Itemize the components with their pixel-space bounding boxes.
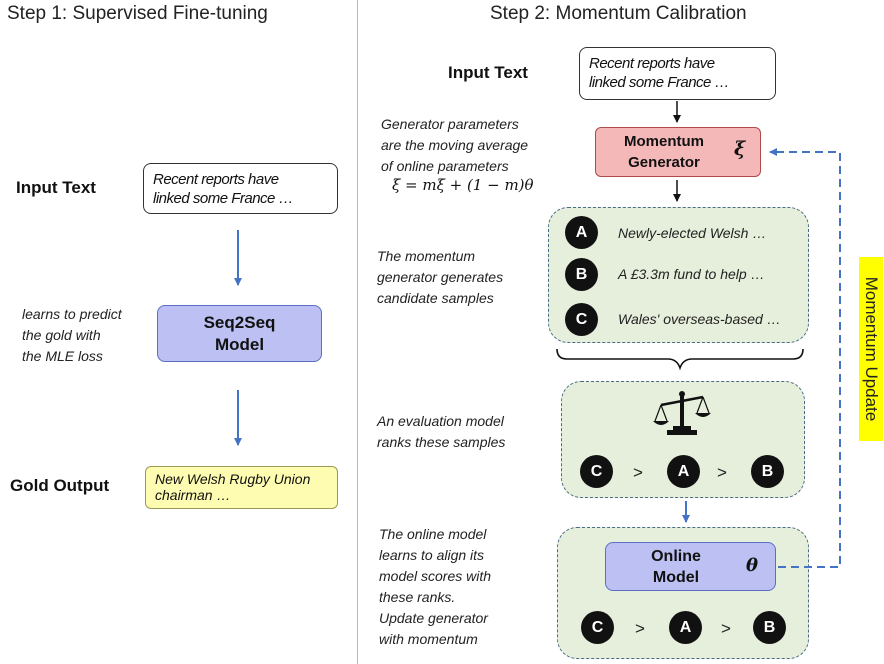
online-model-label-line: Online bbox=[651, 548, 701, 565]
note-line: candidate samples bbox=[377, 290, 494, 306]
rank-badge: A bbox=[667, 455, 700, 488]
note-line: the gold with bbox=[22, 327, 101, 343]
momentum-formula: ξ = mξ + (1 − m)θ bbox=[392, 176, 534, 194]
generator-label: Momentum Generator bbox=[596, 131, 732, 173]
gold-text-line: New Welsh Rugby Union bbox=[155, 471, 311, 487]
momentum-update-arrow bbox=[769, 148, 841, 568]
generator-symbol: ξ bbox=[734, 138, 746, 160]
rank-greater-than: > bbox=[721, 619, 731, 638]
step1-input-text-line: linked some France … bbox=[153, 190, 294, 207]
step1-gold-label: Gold Output bbox=[10, 476, 110, 495]
rank-badge: C bbox=[580, 455, 613, 488]
online-model-label-line: Model bbox=[652, 569, 700, 586]
step1-learn-note: learns to predict the gold with the MLE … bbox=[22, 304, 122, 367]
generator-label-line: Momentum bbox=[624, 133, 704, 150]
rank-greater-than: > bbox=[633, 463, 643, 482]
step2-input-text-line: Recent reports have bbox=[589, 55, 715, 72]
momentum-update-label: Momentum Update bbox=[859, 257, 883, 441]
gold-output-box: New Welsh Rugby Union chairman … bbox=[145, 466, 338, 509]
candidate-text: A £3.3m fund to help … bbox=[618, 266, 765, 282]
candidate-text: Wales' overseas-based … bbox=[618, 311, 781, 327]
rank-badge: A bbox=[669, 611, 702, 644]
step-divider bbox=[357, 0, 358, 664]
rank-badge: C bbox=[581, 611, 614, 644]
generator-note: Generator parameters are the moving aver… bbox=[381, 114, 528, 177]
online-model-label: Online Model bbox=[606, 546, 746, 588]
model-label-line: Model bbox=[214, 334, 265, 354]
rank-greater-than: > bbox=[717, 463, 727, 482]
step2-input-label: Input Text bbox=[448, 63, 528, 82]
rank-badge: B bbox=[751, 455, 784, 488]
note-line: of online parameters bbox=[381, 158, 509, 174]
note-line: the MLE loss bbox=[22, 348, 103, 364]
step2-input-text-box: Recent reports have linked some France … bbox=[579, 47, 776, 100]
model-label-line: Seq2Seq bbox=[203, 312, 276, 332]
candidates-note: The momentum generator generates candida… bbox=[377, 246, 503, 309]
rank-badge: B bbox=[753, 611, 786, 644]
gold-text-line: chairman … bbox=[155, 487, 231, 503]
note-line: The momentum bbox=[377, 248, 476, 264]
note-line: with momentum bbox=[379, 631, 478, 647]
step1-input-text-line: Recent reports have bbox=[153, 171, 279, 188]
candidate-text: Newly-elected Welsh … bbox=[618, 225, 767, 241]
online-note: The online model learns to align its mod… bbox=[379, 524, 491, 650]
candidate-badge: B bbox=[565, 258, 598, 291]
online-model-box: Online Model θ bbox=[605, 542, 776, 591]
candidate-badge: A bbox=[565, 216, 598, 249]
note-line: learns to align its bbox=[379, 547, 485, 563]
momentum-generator-box: Momentum Generator ξ bbox=[595, 127, 761, 177]
note-line: The online model bbox=[379, 526, 487, 542]
generator-label-line: Generator bbox=[628, 154, 700, 171]
note-line: Generator parameters bbox=[381, 116, 519, 132]
note-line: An evaluation model bbox=[377, 413, 504, 429]
candidate-badge: C bbox=[565, 303, 598, 336]
step1-title: Step 1: Supervised Fine-tuning bbox=[7, 3, 268, 24]
balance-scale-icon bbox=[653, 391, 711, 435]
note-line: model scores with bbox=[379, 568, 492, 584]
step1-input-label: Input Text bbox=[16, 178, 96, 197]
note-line: these ranks. bbox=[379, 589, 456, 605]
candidates-brace bbox=[556, 348, 804, 371]
step2-input-text-line: linked some France … bbox=[589, 74, 730, 91]
online-model-symbol: θ bbox=[746, 555, 759, 576]
step2-title: Step 2: Momentum Calibration bbox=[490, 3, 747, 24]
rank-greater-than: > bbox=[635, 619, 645, 638]
note-line: ranks these samples bbox=[377, 434, 506, 450]
step1-input-text-box: Recent reports have linked some France … bbox=[143, 163, 338, 214]
evaluation-note: An evaluation model ranks these samples bbox=[377, 411, 505, 453]
note-line: are the moving average bbox=[381, 137, 529, 153]
note-line: generator generates bbox=[377, 269, 504, 285]
seq2seq-model-box: Seq2Seq Model bbox=[157, 305, 322, 362]
note-line: learns to predict bbox=[22, 306, 122, 322]
note-line: Update generator bbox=[379, 610, 488, 626]
